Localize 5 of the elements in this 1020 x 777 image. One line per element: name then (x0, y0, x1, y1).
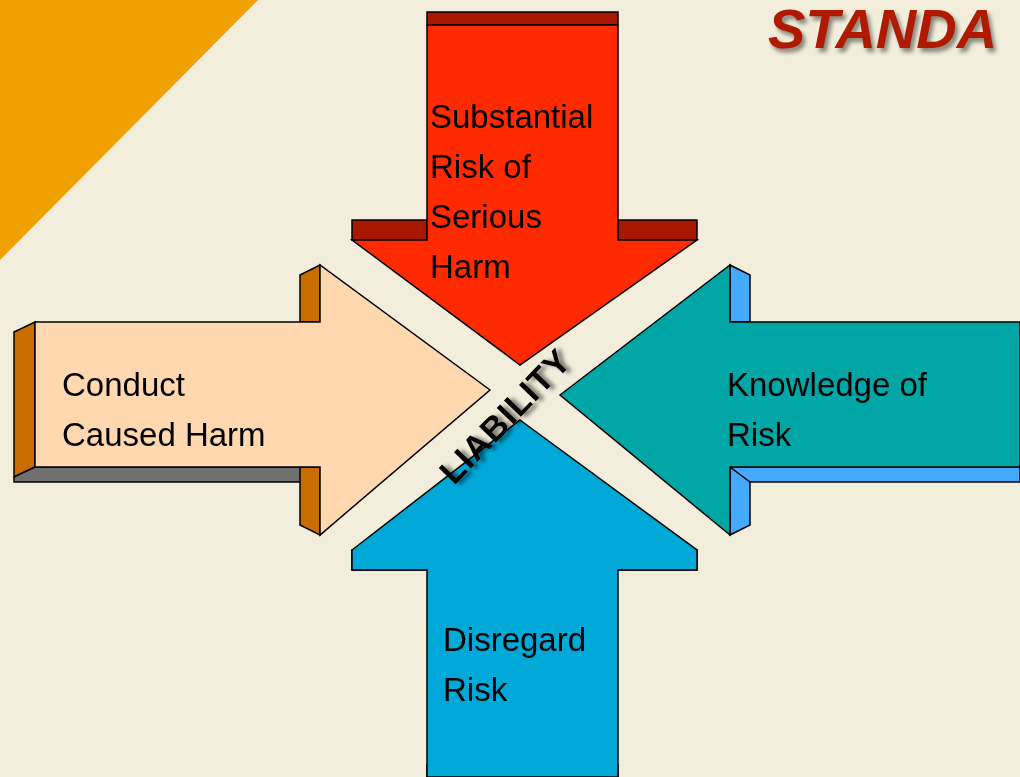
arrow-label: Conduct Caused Harm (62, 365, 267, 455)
arrow-label: Disregard Risk (443, 620, 588, 710)
arrow-label: Substantial Risk of Serious Harm (430, 97, 595, 287)
title-text: STANDA (768, 0, 998, 61)
arrow-label: Knowledge of Risk (727, 365, 928, 455)
